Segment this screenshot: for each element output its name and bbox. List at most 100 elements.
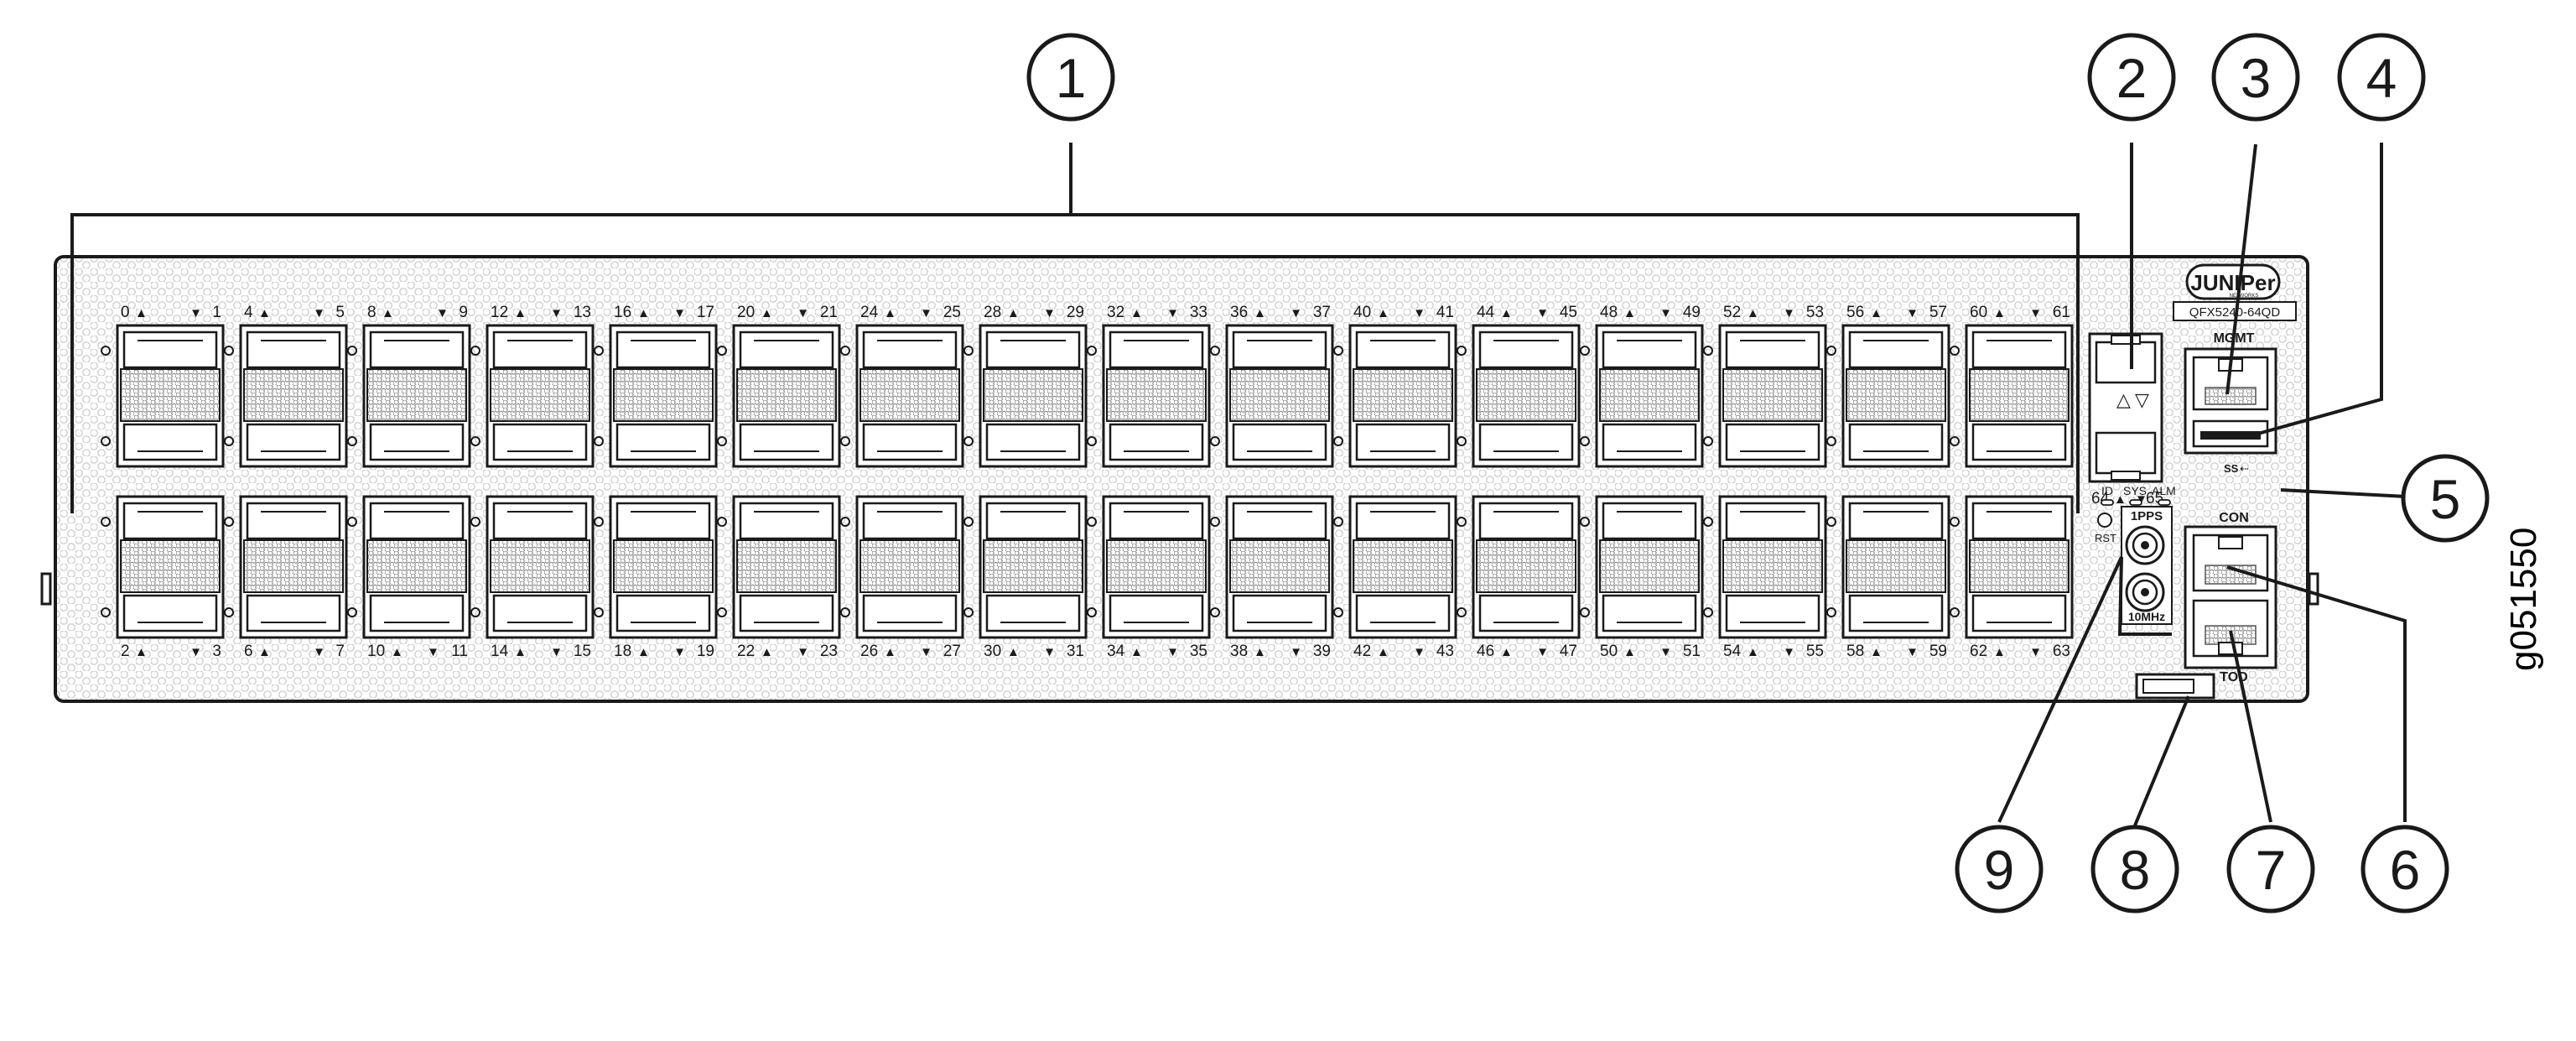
port-number-down: 21 xyxy=(820,304,838,321)
reset-button[interactable] xyxy=(2097,513,2112,528)
qsfp-port-lower[interactable] xyxy=(1971,594,2067,632)
callout-4: 4 xyxy=(2337,33,2426,122)
cage-screw xyxy=(1087,436,1097,446)
qsfp-port-upper[interactable] xyxy=(1971,331,2067,369)
qsfp-port-lower[interactable] xyxy=(122,594,218,632)
qsfp-port-upper[interactable] xyxy=(122,502,218,540)
tod-label: TOD xyxy=(2220,670,2247,684)
qsfp-cage-mesh xyxy=(1106,368,1207,422)
qsfp-port-upper[interactable] xyxy=(862,502,958,540)
qsfp-port-upper[interactable] xyxy=(1602,331,1697,369)
cage-screw xyxy=(1087,346,1097,356)
qsfp-port-upper[interactable] xyxy=(369,502,465,540)
qsfp-port-lower[interactable] xyxy=(492,594,588,632)
qsfp-port-lower[interactable] xyxy=(122,423,218,461)
qsfp-port-upper[interactable] xyxy=(739,331,834,369)
qsfp-port-upper[interactable] xyxy=(1725,502,1820,540)
qsfp-port-upper[interactable] xyxy=(246,502,341,540)
qsfp-port-lower[interactable] xyxy=(1725,594,1820,632)
qsfp-port-upper[interactable] xyxy=(1725,331,1820,369)
qsfp-port-lower[interactable] xyxy=(1848,594,1944,632)
qsfp-port-upper[interactable] xyxy=(1478,331,1574,369)
port-arrow-up: ▲ xyxy=(1377,645,1389,659)
qsfp-port-lower[interactable] xyxy=(739,423,834,461)
qsfp-port-upper[interactable] xyxy=(739,502,834,540)
port-number-down: 19 xyxy=(697,643,714,660)
qsfp-port-lower[interactable] xyxy=(1848,423,1944,461)
qsfp-port-lower[interactable] xyxy=(615,594,711,632)
port-arrow-down: ▼ xyxy=(1290,306,1302,320)
qsfp-port-lower[interactable] xyxy=(739,594,834,632)
qsfp-port-lower[interactable] xyxy=(1478,594,1574,632)
qsfp-port-upper[interactable] xyxy=(1478,502,1574,540)
port-arrow-up: ▲ xyxy=(135,306,148,320)
model-label: QFX5240-64QD xyxy=(2189,305,2281,320)
qsfp-port-lower[interactable] xyxy=(1478,423,1574,461)
qsfp-port-upper[interactable] xyxy=(369,331,465,369)
qsfp-port-upper[interactable] xyxy=(492,331,588,369)
qsfp-port-lower[interactable] xyxy=(369,423,465,461)
qsfp-port-upper[interactable] xyxy=(1232,502,1327,540)
qsfp-cage xyxy=(840,324,964,468)
qsfp-cage-mesh xyxy=(120,539,221,593)
qsfp-port-lower[interactable] xyxy=(246,423,341,461)
qsfp-port-lower[interactable] xyxy=(1232,594,1327,632)
qsfp-port-lower[interactable] xyxy=(862,594,958,632)
qsfp-port-upper[interactable] xyxy=(985,331,1081,369)
pps-connector[interactable] xyxy=(2125,525,2165,565)
mgmt-rj45-contacts xyxy=(2205,387,2257,405)
qsfp-port-lower[interactable] xyxy=(1602,423,1697,461)
qsfp-port-lower[interactable] xyxy=(985,594,1081,632)
qsfp-port-lower[interactable] xyxy=(1971,423,2067,461)
qsfp-port-lower[interactable] xyxy=(246,594,341,632)
port-arrow-up: ▲ xyxy=(884,645,896,659)
sfp-port-64[interactable] xyxy=(2095,341,2157,384)
qsfp-port-lower[interactable] xyxy=(615,423,711,461)
qsfp-cage xyxy=(1826,324,1950,468)
port-label: 28▲▼29 xyxy=(984,304,1084,321)
qsfp-port-upper[interactable] xyxy=(615,331,711,369)
port-arrow-down: ▼ xyxy=(673,645,686,659)
qsfp-port-upper[interactable] xyxy=(1109,502,1204,540)
cage-screw xyxy=(470,607,480,617)
qsfp-port-upper[interactable] xyxy=(246,331,341,369)
qsfp-port-upper[interactable] xyxy=(1602,502,1697,540)
qsfp-port-lower[interactable] xyxy=(1232,423,1327,461)
qsfp-port-upper[interactable] xyxy=(1848,502,1944,540)
qsfp-port-lower[interactable] xyxy=(1355,594,1451,632)
qsfp-port-upper[interactable] xyxy=(1971,502,2067,540)
qsfp-port-lower[interactable] xyxy=(492,423,588,461)
qsfp-cage xyxy=(1826,495,1950,639)
qsfp-port-lower[interactable] xyxy=(985,423,1081,461)
qsfp-cage xyxy=(470,495,595,639)
qsfp-port-upper[interactable] xyxy=(862,331,958,369)
qsfp-port-upper[interactable] xyxy=(1355,331,1451,369)
qsfp-port-upper[interactable] xyxy=(1355,502,1451,540)
qsfp-port-lower[interactable] xyxy=(1109,423,1204,461)
qsfp-port-upper[interactable] xyxy=(1232,331,1327,369)
qsfp-port-upper[interactable] xyxy=(122,331,218,369)
port-label: 38▲▼39 xyxy=(1230,643,1331,660)
qsfp-cage xyxy=(963,324,1088,468)
qsfp-port-upper[interactable] xyxy=(492,502,588,540)
qsfp-port-upper[interactable] xyxy=(615,502,711,540)
qsfp-cage xyxy=(1457,324,1581,468)
qsfp-port-lower[interactable] xyxy=(369,594,465,632)
qsfp-port-upper[interactable] xyxy=(1109,331,1204,369)
port-arrow-down: ▼ xyxy=(190,306,202,320)
port-arrow-up: ▲ xyxy=(1130,645,1143,659)
port-label: 56▲▼57 xyxy=(1846,304,1947,321)
port-number-up: 4 xyxy=(244,304,253,321)
port-number-down: 1 xyxy=(212,304,221,321)
qsfp-port-lower[interactable] xyxy=(1725,423,1820,461)
cage-screw xyxy=(717,607,727,617)
qsfp-port-upper[interactable] xyxy=(1848,331,1944,369)
qsfp-port-lower[interactable] xyxy=(1109,594,1204,632)
sfp-port-65[interactable] xyxy=(2095,431,2157,475)
qsfp-port-lower[interactable] xyxy=(1355,423,1451,461)
port-number-down: 43 xyxy=(1436,643,1454,660)
mhz-connector[interactable] xyxy=(2125,572,2165,612)
qsfp-port-lower[interactable] xyxy=(1602,594,1697,632)
qsfp-port-upper[interactable] xyxy=(985,502,1081,540)
qsfp-port-lower[interactable] xyxy=(862,423,958,461)
